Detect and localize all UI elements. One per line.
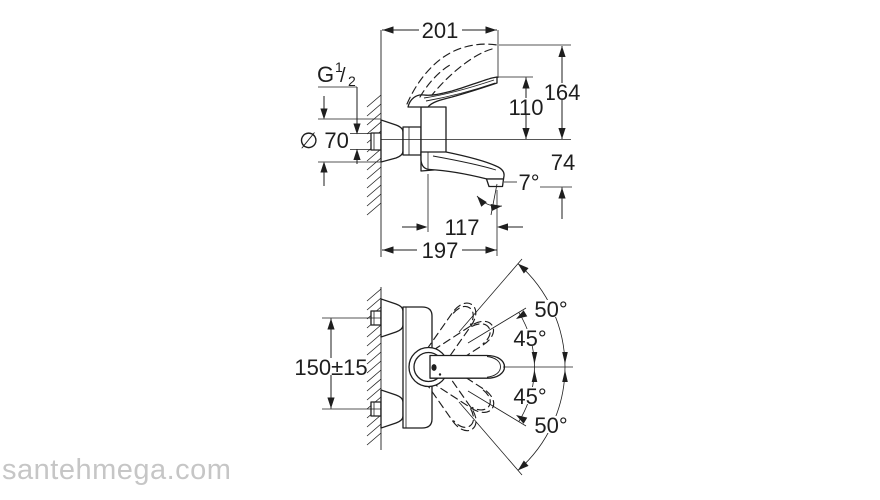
thread-label-slash: /	[340, 65, 346, 87]
spout-angle-annotation: 7°	[474, 170, 540, 216]
width-201-label: 201	[422, 18, 459, 43]
swivel-positions-dashed	[419, 302, 495, 432]
union-nut	[402, 126, 422, 156]
thread-label-denominator: 2	[348, 73, 356, 89]
centermark-dot	[431, 364, 437, 371]
swivel-angle-labels: 50° 45° 45° 50°	[513, 297, 568, 438]
swivel-lower-inner-label: 45°	[513, 384, 546, 409]
thread-label-g: G	[317, 62, 334, 87]
plan-view: 50° 45° 45° 50° 150±15	[294, 258, 573, 476]
dimension-handle-110: 110	[505, 77, 547, 139]
thread-callout: G 1 / 2	[317, 59, 361, 164]
flange-diameter-label: ∅ 70	[299, 128, 349, 153]
projection-197-label: 197	[422, 238, 459, 263]
dimension-projection-197: 197	[382, 238, 497, 263]
dimension-reach-117: 117	[402, 215, 523, 240]
wall-hatching	[366, 94, 382, 216]
swivel-arc-outer	[517, 263, 566, 471]
swivel-arc-inner	[518, 312, 535, 422]
mount-150-label: 150±15	[294, 355, 367, 380]
thread-nipple	[370, 132, 382, 151]
dimension-width-201: 201	[382, 18, 497, 43]
swivel-upper-outer-label: 50°	[534, 297, 567, 322]
spout-plan	[429, 354, 506, 379]
spout-angle-label: 7°	[518, 170, 539, 195]
mount-escutcheon-bottom	[380, 389, 404, 429]
extension-lines	[318, 30, 572, 256]
drop-74-label: 74	[551, 150, 575, 175]
reach-117-label: 117	[444, 215, 479, 240]
mount-escutcheon-top	[380, 298, 404, 338]
dimension-height-164: 164	[541, 46, 583, 139]
height-164-label: 164	[544, 80, 581, 105]
swivel-rays	[458, 258, 527, 476]
wall-flange	[380, 119, 404, 163]
handle-110-label: 110	[508, 95, 543, 120]
thread-label-numerator: 1	[335, 59, 343, 75]
faucet-side-body	[370, 76, 505, 188]
watermark: santehmega.com	[2, 454, 232, 486]
lever-handle-raised-dashed	[406, 43, 499, 105]
side-view: 201 164 110 74	[299, 18, 583, 263]
swivel-upper-inner-label: 45°	[513, 326, 546, 351]
spout-outlet	[485, 178, 505, 188]
dimension-drop-74: 74	[551, 150, 575, 219]
dimension-mount-150: 150±15	[294, 317, 381, 410]
flange-diameter-callout: ∅ 70	[299, 96, 349, 186]
swivel-lower-outer-label: 50°	[534, 413, 567, 438]
